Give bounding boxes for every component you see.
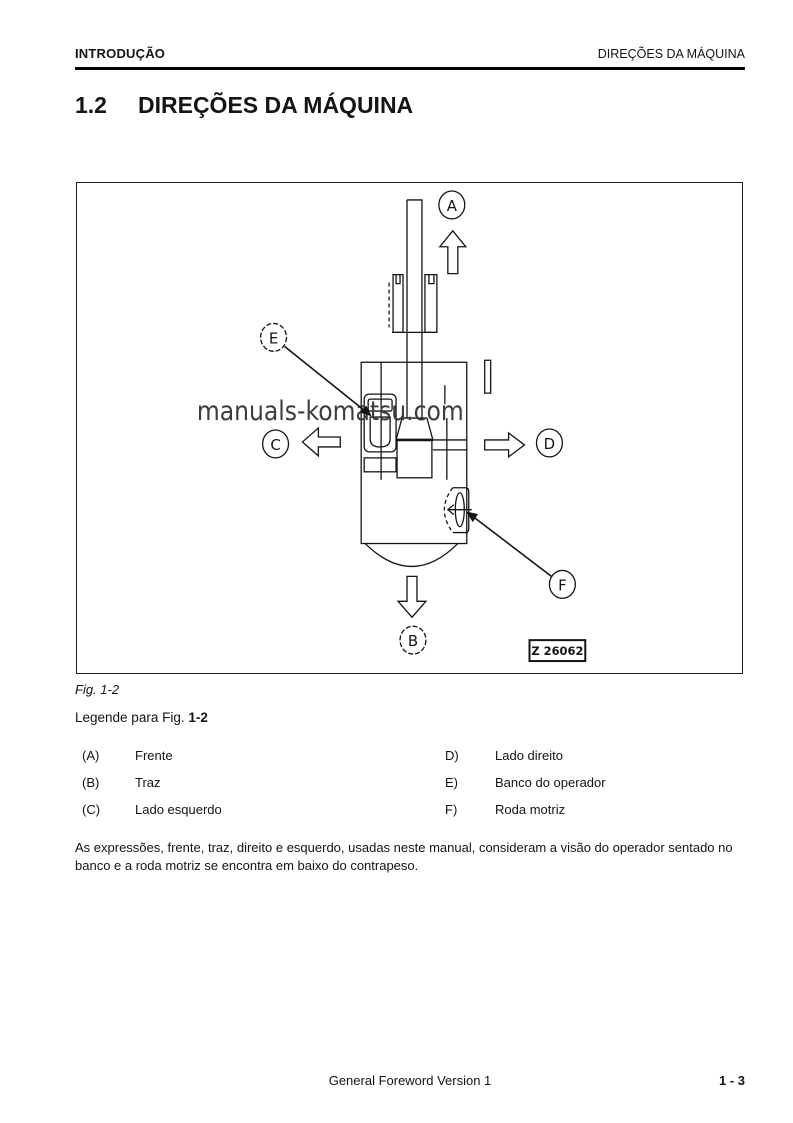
svg-text:E: E bbox=[269, 329, 278, 347]
section-number: 1.2 bbox=[75, 92, 107, 118]
operator-seat bbox=[363, 393, 397, 473]
leader-line-f bbox=[471, 515, 552, 578]
footer-version-text: General Foreword Version 1 bbox=[328, 1073, 492, 1088]
legend-key: (A) bbox=[82, 748, 100, 763]
boom bbox=[406, 199, 423, 419]
ref-code-box: Z 26062 bbox=[528, 639, 587, 663]
body-paragraph: As expressões, frente, traz, direito e e… bbox=[75, 840, 733, 873]
svg-text:C: C bbox=[270, 436, 280, 454]
legend-label: Banco do operador bbox=[495, 775, 606, 790]
figure-frame: manuals-komatsu.com A bbox=[76, 182, 743, 674]
machine-body bbox=[360, 199, 492, 567]
legend-heading: Legende para Fig. 1-2 bbox=[75, 710, 208, 725]
direction-arrows bbox=[301, 229, 526, 619]
callout-d: D bbox=[535, 428, 564, 458]
svg-text:A: A bbox=[447, 197, 458, 215]
leader-line-e bbox=[284, 345, 366, 412]
svg-text:F: F bbox=[558, 576, 567, 594]
svg-text:B: B bbox=[408, 632, 418, 650]
legend-label: Roda motriz bbox=[495, 802, 566, 817]
arrow-right-icon bbox=[484, 431, 526, 459]
callouts: A B C D E bbox=[259, 190, 576, 655]
drive-wheel bbox=[443, 487, 472, 534]
section-title-text: DIREÇÕES DA MÁQUINA bbox=[138, 92, 414, 118]
boom-mount bbox=[395, 417, 434, 479]
header-chapter-label: DIREÇÕES DA MÁQUINA bbox=[597, 47, 745, 61]
header-section-label: INTRODUÇÃO bbox=[75, 46, 166, 61]
callout-c: C bbox=[261, 429, 290, 459]
legend-table: (A) Frente D) Lado direito (B) Traz E) B… bbox=[82, 742, 606, 823]
callout-a: A bbox=[438, 190, 466, 220]
counterweight-arc bbox=[364, 543, 459, 567]
callout-e: E bbox=[259, 322, 288, 352]
legend-label: Lado esquerdo bbox=[135, 802, 222, 817]
watermark-text: manuals-komatsu.com bbox=[197, 396, 464, 427]
legend-label: Traz bbox=[135, 775, 161, 790]
arrow-down-icon bbox=[396, 575, 428, 619]
arrow-up-icon bbox=[438, 229, 468, 275]
legend-key: F) bbox=[445, 802, 458, 817]
legend-key: E) bbox=[445, 775, 458, 790]
footer-page-number: 1 - 3 bbox=[718, 1073, 745, 1088]
legend-label: Lado direito bbox=[495, 748, 563, 763]
legend-heading-ref: 1-2 bbox=[188, 710, 208, 725]
leader-lines bbox=[284, 345, 552, 578]
legend-heading-prefix: Legende para Fig. bbox=[75, 710, 185, 725]
callout-b: B bbox=[399, 625, 427, 655]
page-title: 1.2 DIREÇÕES DA MÁQUINA bbox=[75, 92, 413, 119]
legend-key: (B) bbox=[82, 775, 100, 790]
arrow-left-icon bbox=[301, 426, 341, 458]
legend-label: Frente bbox=[135, 748, 173, 763]
legend-key: (C) bbox=[82, 802, 101, 817]
legend-key: D) bbox=[445, 748, 459, 763]
svg-text:Z 26062: Z 26062 bbox=[531, 644, 583, 658]
callout-f: F bbox=[548, 569, 576, 599]
machine-direction-diagram: manuals-komatsu.com A bbox=[197, 190, 587, 663]
figure-caption: Fig. 1-2 bbox=[75, 682, 120, 697]
bucket-clamp bbox=[388, 273, 438, 334]
svg-text:D: D bbox=[544, 435, 556, 453]
header-rule bbox=[75, 67, 745, 70]
